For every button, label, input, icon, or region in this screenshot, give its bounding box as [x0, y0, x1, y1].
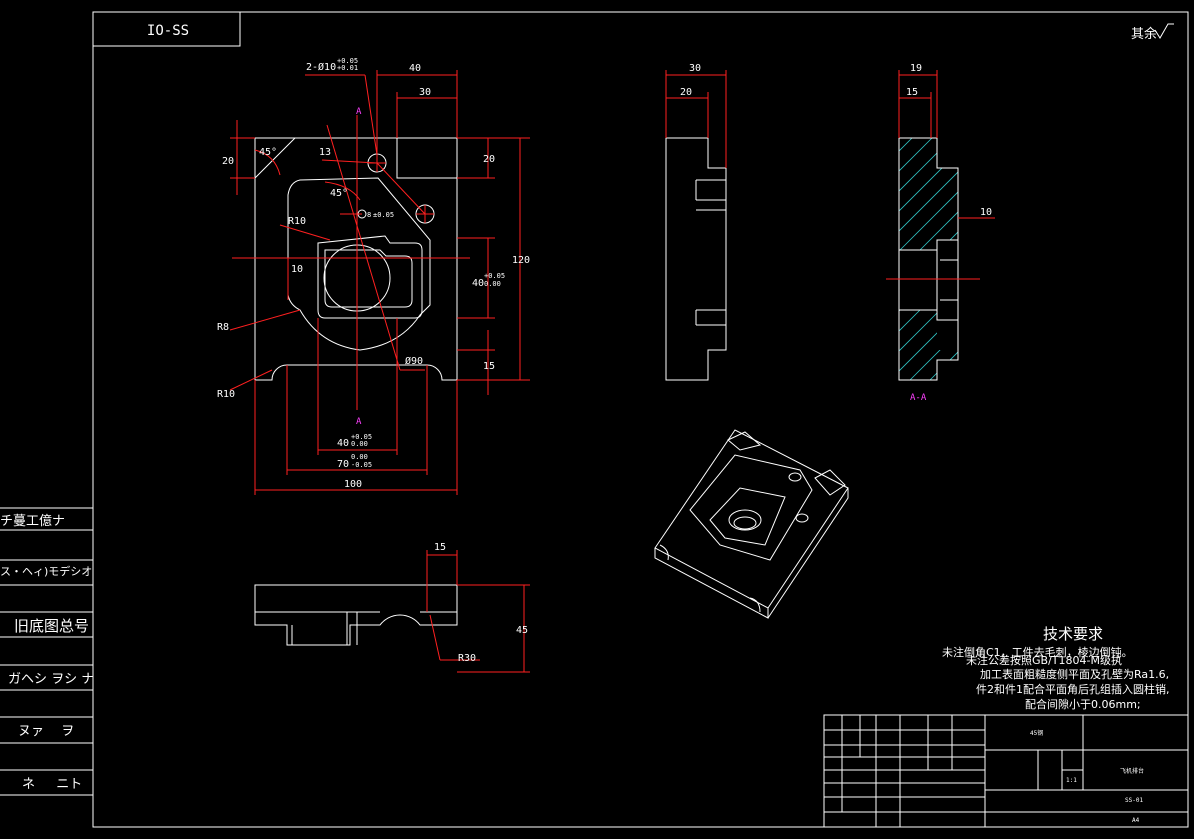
sidebar-label: ス・ヘィ)モデシオヌシヌ — [0, 565, 93, 578]
sidebar-label: ネ ニト — [22, 777, 83, 792]
dim-text: 15 — [434, 542, 446, 553]
dim-text: Ø90 — [405, 355, 423, 367]
tech-req-line: 件2和件1配合平面角后孔组插入圆柱销, — [976, 683, 1170, 696]
dim-text: 30 — [419, 87, 431, 98]
sidebar-grid — [0, 507, 93, 796]
dim-text: 8 — [367, 211, 371, 219]
section-mark-top: A — [356, 107, 362, 117]
dim-text: 10 — [980, 207, 992, 218]
dim-text: 70 — [337, 459, 349, 470]
dim-text: +0.05 — [337, 57, 358, 65]
dim-text: 45° — [330, 188, 348, 199]
dim-text: 45 — [516, 625, 528, 636]
dim-text: R30 — [458, 653, 476, 664]
dim-text: 2-Ø10 — [306, 61, 336, 73]
dim-text: 20 — [222, 156, 234, 167]
dim-text: 15 — [906, 87, 918, 98]
section-label: A-A — [910, 393, 927, 403]
side-view — [665, 70, 727, 381]
tech-req-title: 技术要求 — [1043, 625, 1104, 643]
front-dimension-texts: 40 30 13 20 45° 45° 20 R10 10 120 R8 R10… — [217, 57, 530, 490]
dim-text: 13 — [319, 147, 331, 158]
drawing-frame — [92, 11, 1189, 828]
dim-text: R10 — [288, 216, 306, 227]
sidebar-label: ガヘシ ヲシ ナ — [8, 672, 95, 687]
dim-text: 40 — [472, 278, 484, 289]
front-view — [229, 70, 530, 495]
title-block: 45钢 飞机排台 1:1 SS-01 A4 — [823, 714, 1189, 828]
dim-text: 10 — [291, 264, 303, 275]
top-dimension-texts: 15 45 R30 — [434, 542, 528, 664]
tb-drawing-no: SS-01 — [1125, 797, 1143, 804]
dim-text: 40 — [409, 63, 421, 74]
dim-text: +0.05 — [351, 433, 372, 441]
dim-text: 20 — [483, 154, 495, 165]
tb-material: 45钢 — [1030, 729, 1043, 737]
tech-req-line: 未注倒角C1，工件去毛刺，棱边倒钝。 — [942, 646, 1133, 659]
sidebar-label: ヌァ ヲ — [18, 724, 75, 739]
roughness-note: 其余 — [1131, 26, 1157, 42]
dim-text: 0.00 — [351, 453, 368, 461]
dim-text: +0.01 — [337, 64, 358, 72]
section-view — [886, 70, 995, 381]
dim-text: 15 — [483, 361, 495, 372]
dim-text: 0.00 — [351, 440, 368, 448]
code-box-text: IO-SS — [147, 23, 189, 39]
dim-text: R8 — [217, 322, 229, 333]
tech-req-line: 配合间隙小于0.06mm; — [1025, 698, 1141, 711]
tech-req-line: 未注公差按照GB/T1804-M级执 — [966, 654, 1122, 667]
dim-text: 45° — [259, 147, 277, 158]
tb-sheet: A4 — [1132, 817, 1140, 824]
tech-req-line: 加工表面粗糙度侧平面及孔壁为Ra1.6, — [980, 668, 1170, 681]
dim-text: 100 — [344, 479, 362, 490]
dim-text: 40 — [337, 438, 349, 449]
dim-text: -0.05 — [351, 461, 372, 469]
dim-text: ±0.05 — [373, 211, 394, 219]
isometric-view — [654, 429, 849, 619]
side-dimension-texts: 30 20 — [680, 63, 701, 98]
dim-text: R10 — [217, 389, 235, 400]
sidebar-label: 旧底图总号 — [14, 617, 90, 635]
dim-text: 19 — [910, 63, 922, 74]
dim-text: 20 — [680, 87, 692, 98]
tb-scale: 1:1 — [1066, 777, 1077, 784]
section-dimension-texts: 19 15 10 A-A — [906, 63, 992, 403]
sidebar-label: チ蔓工億ナ — [0, 514, 66, 529]
dim-text: 120 — [512, 255, 530, 266]
dim-text: 0.00 — [484, 280, 501, 288]
code-box — [92, 11, 241, 47]
dim-text: 30 — [689, 63, 701, 74]
top-view — [254, 550, 530, 673]
dim-text: +0.05 — [484, 272, 505, 280]
section-mark-bottom: A — [356, 417, 362, 427]
tb-part-name: 飞机排台 — [1120, 767, 1144, 775]
roughness-symbol — [1154, 23, 1174, 39]
